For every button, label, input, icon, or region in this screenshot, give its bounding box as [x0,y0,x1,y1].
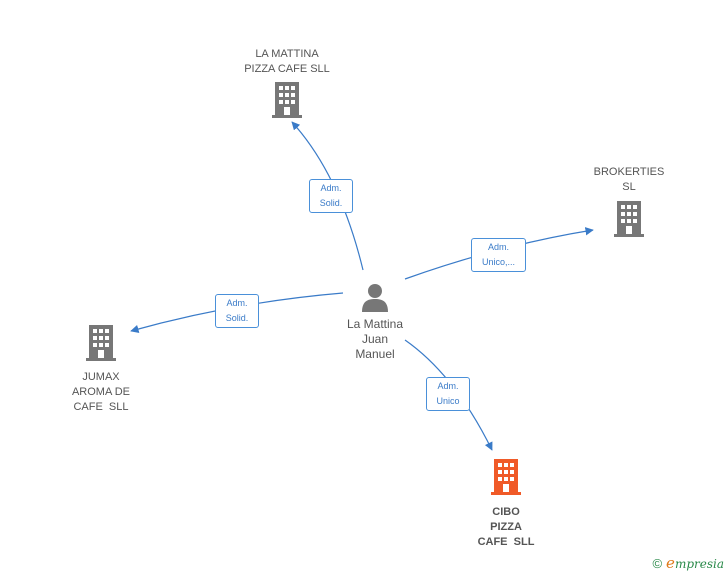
company-name: BROKERTIES SL [593,166,665,193]
building-icon [491,459,521,500]
company-node-cibo-pizza-cafe[interactable]: CIBO PIZZA CAFE SLL [456,459,556,550]
building-icon [614,201,644,242]
person-name: La Mattina Juan Manuel [346,317,404,361]
person-node-center[interactable]: La Mattina Juan Manuel [323,282,427,362]
relation-label-cibo-pizza-cafe[interactable]: Adm. Unico [426,377,470,411]
person-icon [360,282,390,317]
company-name: LA MATTINA PIZZA CAFE SLL [244,48,330,75]
company-name: CIBO PIZZA CAFE SLL [477,506,535,548]
relation-label-brokerties[interactable]: Adm. Unico,... [471,238,526,272]
brand-logo: empresia [666,554,724,572]
footer-brand[interactable]: © empresia [652,554,724,572]
building-icon [272,82,302,123]
company-name: JUMAX AROMA DE CAFE SLL [71,371,131,413]
building-icon [86,325,116,366]
company-node-jumax-aroma-de-cafe[interactable]: JUMAX AROMA DE CAFE SLL [51,325,151,415]
relation-label-jumax-aroma-de-cafe[interactable]: Adm. Solid. [215,294,259,328]
relation-label-la-mattina-pizza-cafe[interactable]: Adm. Solid. [309,179,353,213]
company-node-la-mattina-pizza-cafe[interactable]: LA MATTINA PIZZA CAFE SLL [227,47,347,123]
copyright-icon: © [652,555,663,571]
company-node-brokerties[interactable]: BROKERTIES SL [579,165,679,242]
